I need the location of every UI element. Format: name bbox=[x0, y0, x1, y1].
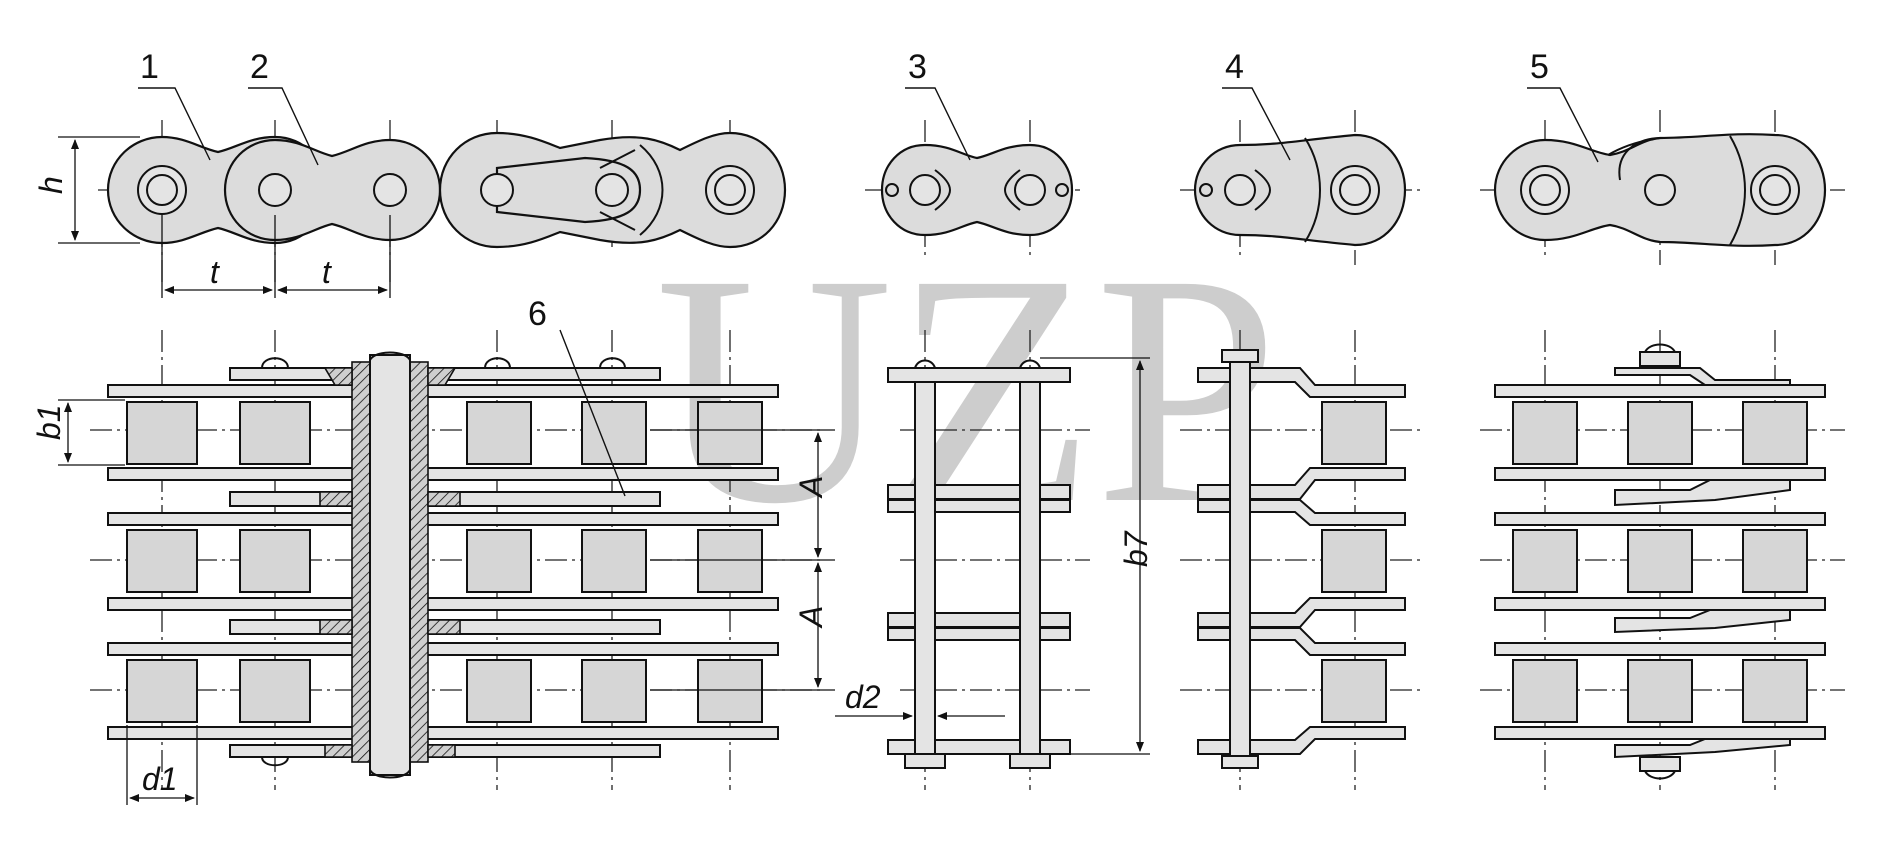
part-5-plan bbox=[1480, 330, 1845, 790]
inner-link-plate bbox=[223, 138, 442, 242]
label-2: 2 bbox=[250, 48, 269, 86]
chain-side-view: h t t 1 2 bbox=[33, 48, 790, 298]
chain-plan-view: 6 b1 d1 A A bbox=[31, 295, 835, 805]
connecting-link-plan: b7 d2 bbox=[835, 330, 1154, 790]
dim-d2: d2 bbox=[845, 679, 881, 715]
label-3: 3 bbox=[908, 48, 927, 86]
dim-t-1: t bbox=[210, 254, 220, 290]
sectioned-pin-right bbox=[409, 361, 429, 763]
dim-t-2: t bbox=[322, 254, 332, 290]
dim-h: h bbox=[33, 176, 69, 194]
part-3-side: 3 bbox=[865, 48, 1080, 260]
label-5: 5 bbox=[1530, 48, 1549, 86]
pin bbox=[369, 354, 411, 776]
dim-b7: b7 bbox=[1118, 530, 1154, 567]
label-4: 4 bbox=[1225, 48, 1244, 86]
dim-d1: d1 bbox=[142, 761, 178, 797]
label-1: 1 bbox=[140, 48, 159, 86]
dim-a-1: A bbox=[793, 476, 829, 499]
dim-a-2: A bbox=[793, 606, 829, 629]
spring-clip bbox=[495, 156, 642, 224]
part-4-plan bbox=[1180, 330, 1420, 790]
part-5-side: 5 bbox=[1480, 48, 1845, 265]
part-4-side: 4 bbox=[1180, 48, 1420, 265]
sectioned-pin-left bbox=[351, 361, 371, 763]
dim-b1: b1 bbox=[31, 404, 67, 440]
label-6: 6 bbox=[528, 295, 547, 333]
